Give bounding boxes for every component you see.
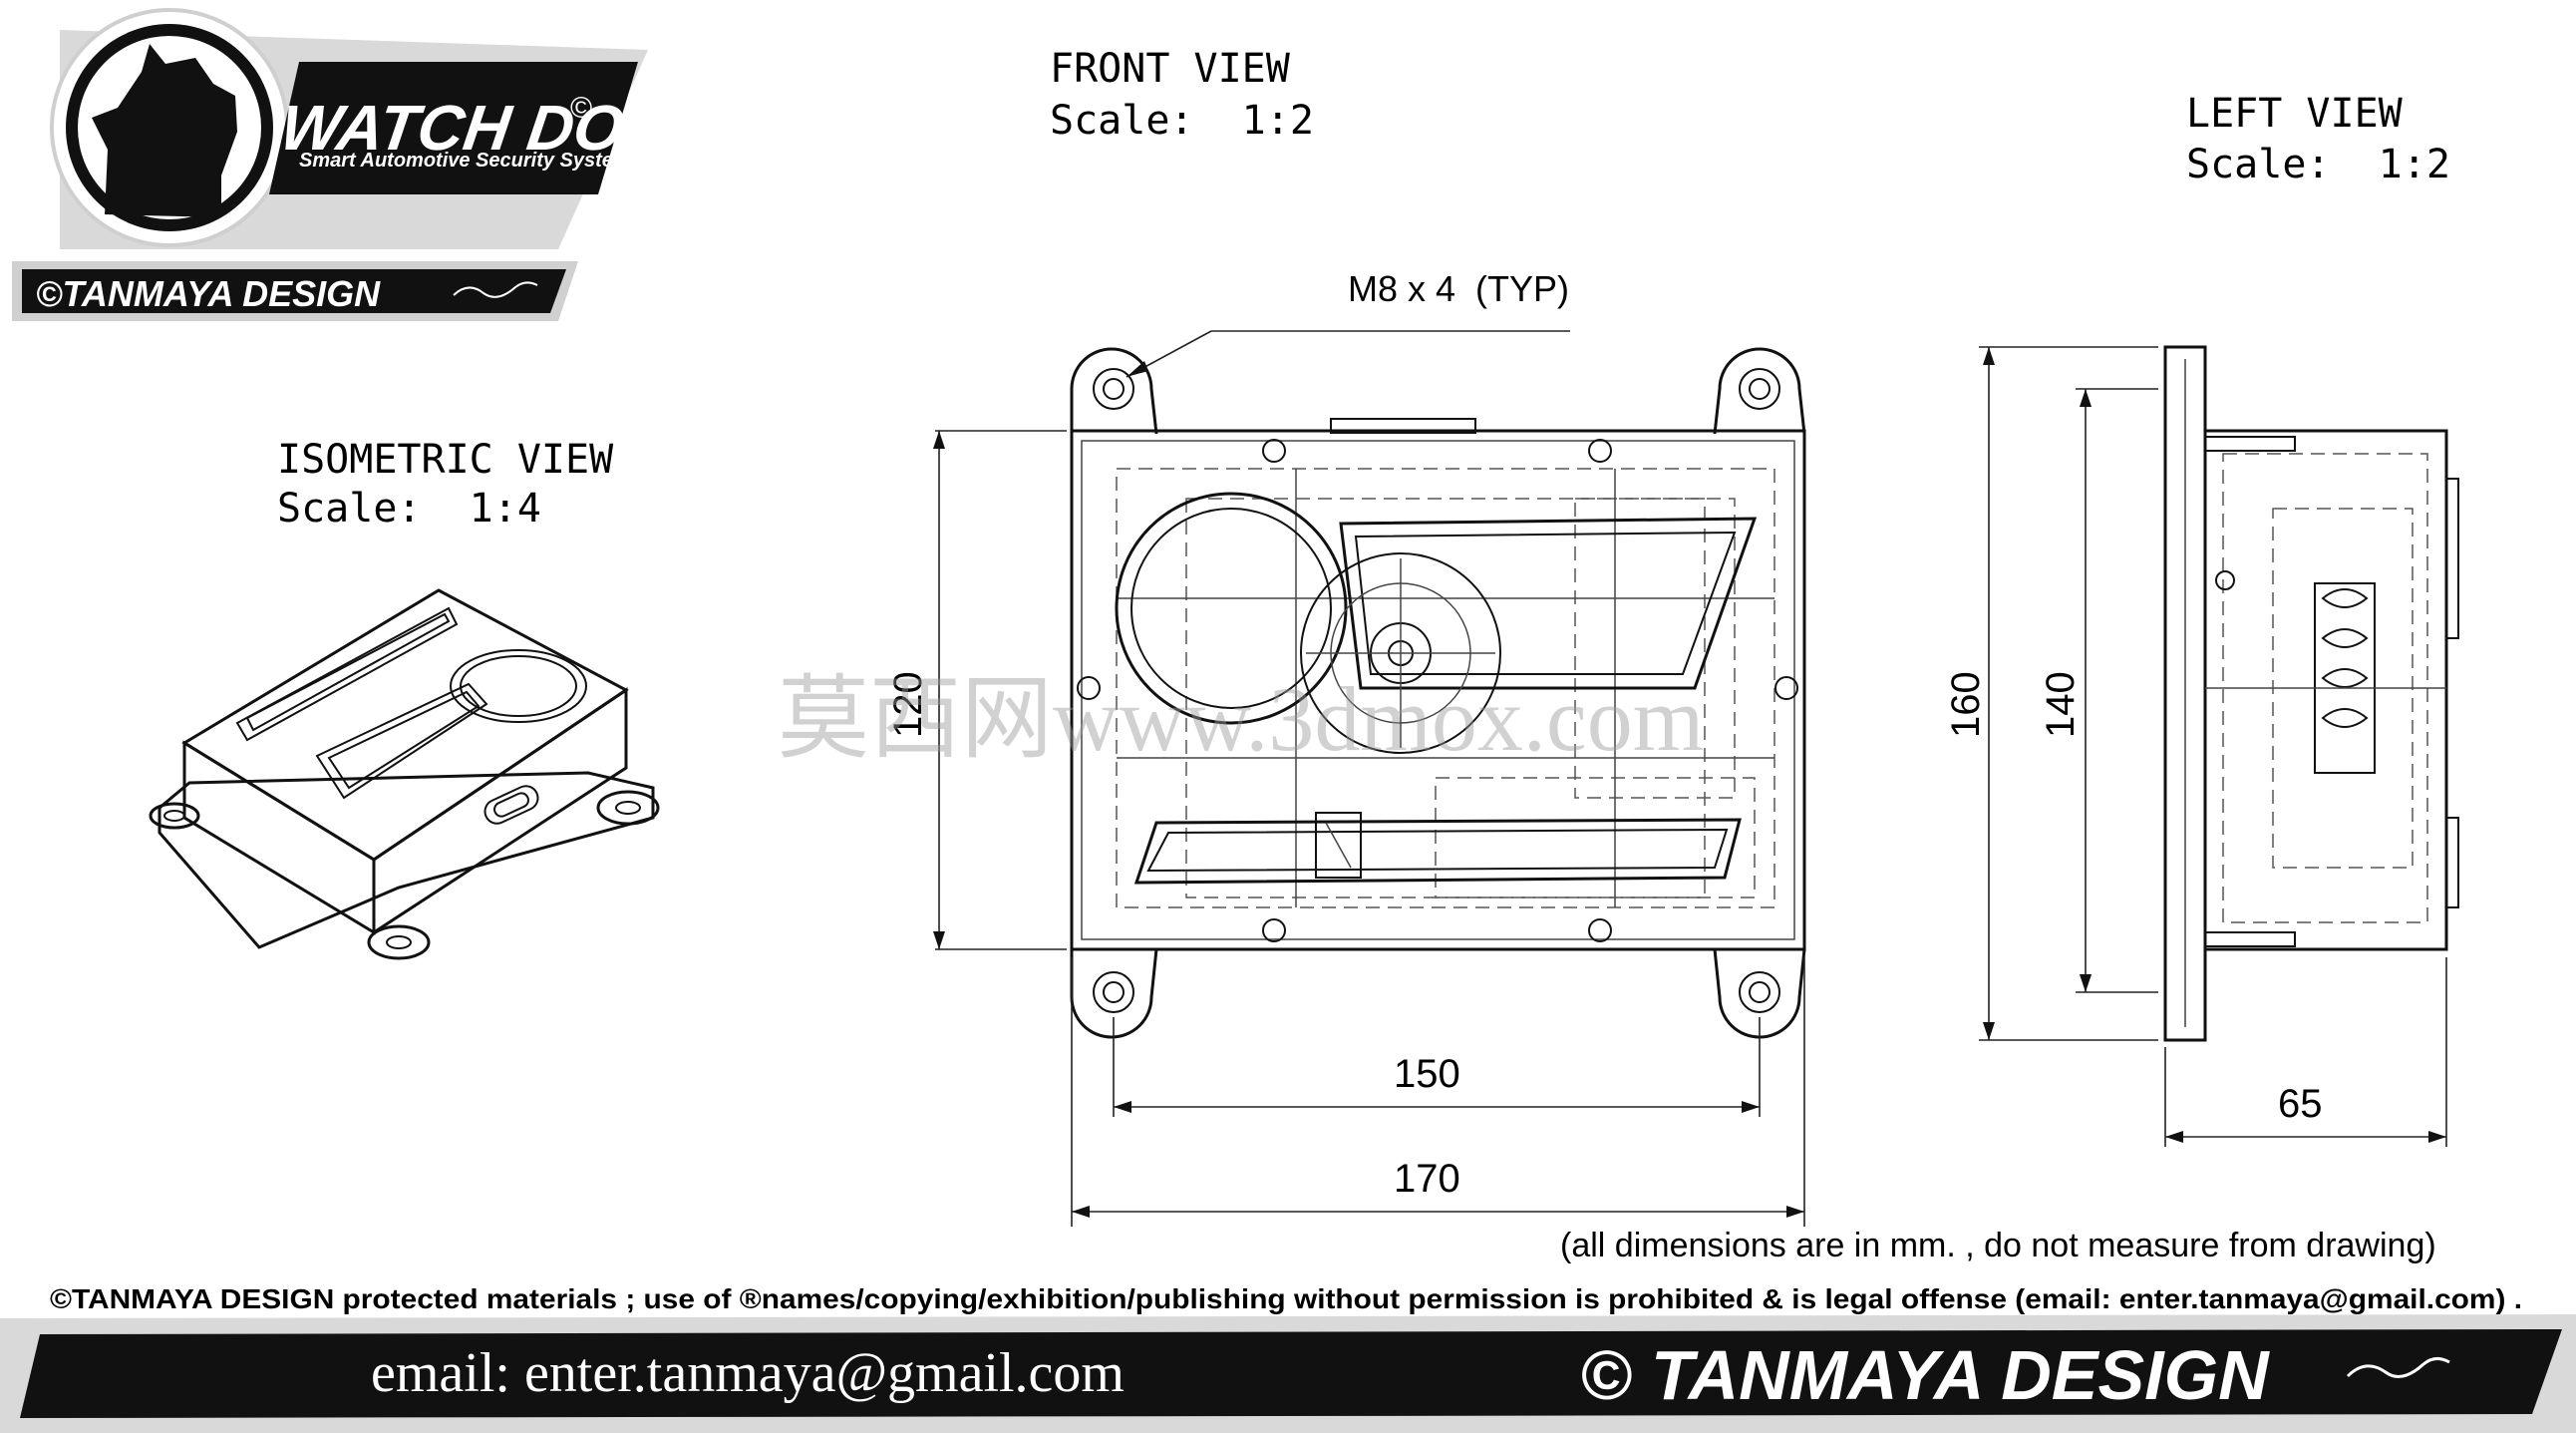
screw-icon [1077, 439, 1798, 942]
dimension-note: (all dimensions are in mm. , do not meas… [1560, 1227, 2436, 1264]
copyright-line: ©TANMAYA DESIGN protected materials ; us… [50, 1283, 2522, 1314]
front-width-dimension [1071, 957, 1805, 1227]
left-depth-dimension [2164, 957, 2447, 1147]
signature-icon [453, 281, 538, 298]
left-view-title: LEFT VIEW [2186, 91, 2404, 137]
left-view [2163, 345, 2459, 1042]
front-view-title: FRONT VIEW [1050, 46, 1291, 92]
front-view [1070, 347, 1806, 1039]
front-height-label: 120 [886, 671, 930, 738]
brand-name: WATCH DOG [276, 92, 678, 164]
isometric-view [149, 588, 660, 960]
brand-mark: © [570, 92, 592, 125]
watchdog-logo: WATCH DOG © Smart Automotive Security Sy… [12, 8, 678, 321]
front-hole-span-dimension [1113, 1017, 1761, 1117]
m8-callout [1126, 330, 1570, 378]
front-hole-span-label: 150 [1394, 1052, 1460, 1096]
left-height-dimension [1979, 346, 2158, 1041]
left-depth-label: 65 [2278, 1082, 2323, 1126]
left-view-scale: Scale: 1:2 [2186, 142, 2450, 187]
brand-tagline: Smart Automotive Security System [299, 150, 631, 172]
iso-view-title: ISOMETRIC VIEW [277, 437, 614, 483]
left-hole-span-label: 140 [2039, 671, 2083, 738]
iso-view-scale: Scale: 1:4 [277, 486, 541, 532]
front-height-dimension [933, 430, 1067, 950]
left-height-label: 160 [1944, 671, 1988, 738]
footer-email: email: enter.tanmaya@gmail.com [371, 1342, 1125, 1404]
footer-studio: © TANMAYA DESIGN [1580, 1336, 2270, 1414]
footer-banner [0, 1314, 2576, 1433]
watermark: 莫西网www.3dmox.com [778, 668, 1704, 770]
footer-signature-icon [2346, 1357, 2450, 1378]
m8-callout-label: M8 x 4 (TYP) [1348, 268, 1569, 309]
left-hole-span-dimension [2076, 388, 2158, 993]
howling-wolf-icon [92, 44, 237, 217]
mounting-hole-icon [1093, 368, 1780, 1013]
logo-studio-name: ©TANMAYA DESIGN [36, 273, 381, 314]
front-width-label: 170 [1394, 1157, 1460, 1201]
front-view-scale: Scale: 1:2 [1050, 98, 1314, 144]
